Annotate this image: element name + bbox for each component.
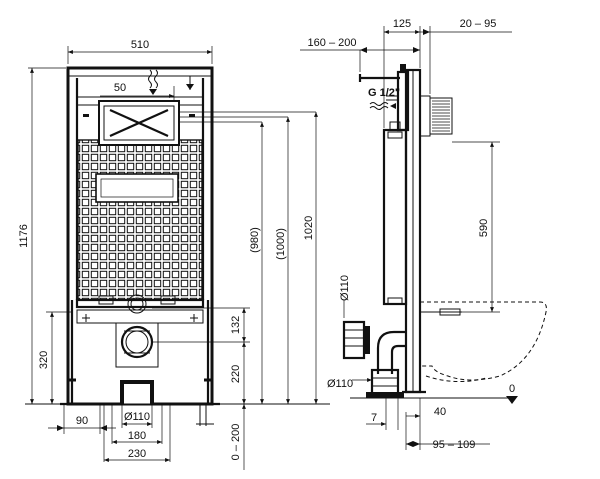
dim-1020: 1020 — [303, 216, 315, 240]
thread-label: G 1/2" — [368, 87, 400, 99]
dim-floor-range: 0 – 200 — [230, 424, 242, 461]
side-view — [342, 64, 547, 404]
dim-230: 230 — [128, 448, 146, 460]
dim-side-40: 40 — [434, 406, 446, 418]
service-opening — [95, 173, 179, 203]
zero-level: 0 — [509, 383, 515, 395]
dim-side-590: 590 — [478, 219, 490, 237]
dim-drain-dia: Ø110 — [124, 411, 150, 423]
dim-side-dia-upper: Ø110 — [339, 275, 351, 301]
dim-side-dia-lower: Ø110 — [327, 378, 353, 390]
side-cistern — [382, 128, 408, 306]
dim-320: 320 — [38, 351, 50, 369]
dim-side-20-95: 20 – 95 — [460, 18, 497, 30]
dim-side-95-109: 95 – 109 — [433, 439, 476, 451]
lower-crossbar — [76, 309, 204, 324]
dim-1000: (1000) — [275, 228, 287, 260]
connector-upper — [342, 320, 370, 360]
dim-foot-90: 90 — [76, 415, 88, 427]
dim-220: 220 — [230, 365, 242, 383]
cistern-grid — [77, 139, 203, 301]
ribbed-actuator — [429, 97, 453, 135]
toilet-bowl — [420, 301, 547, 381]
side-dimensions: 125 20 – 95 160 – 200 G 1/2" 590 Ø110 Ø1… — [300, 18, 515, 451]
drain-bend — [366, 330, 406, 398]
dim-side-7: 7 — [371, 412, 377, 424]
dim-side-160-200: 160 – 200 — [308, 37, 357, 49]
front-view — [25, 66, 330, 426]
front-dimensions: 510 50 1176 320 (980) (1000) 1020 132 22… — [18, 39, 318, 470]
dim-980: (980) — [249, 227, 261, 253]
drain-outlet — [115, 322, 159, 404]
dim-flush-plate: 50 — [114, 82, 126, 94]
dim-132: 132 — [230, 316, 242, 334]
dim-side-125: 125 — [393, 18, 411, 30]
dim-total-height: 1176 — [18, 224, 30, 248]
dim-width: 510 — [131, 39, 149, 51]
dim-180: 180 — [128, 430, 146, 442]
